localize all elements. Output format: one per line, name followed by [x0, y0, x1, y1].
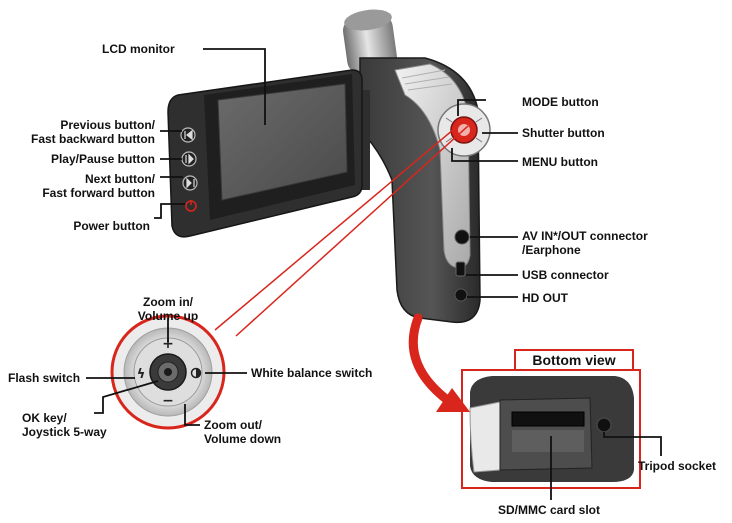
flash-icon: ϟ — [137, 367, 146, 382]
tripod-socket-icon — [596, 417, 612, 433]
lcd-monitor-label: LCD monitor — [102, 42, 175, 56]
camcorder-main-view — [167, 9, 491, 324]
zoom-in-plus-icon: + — [162, 336, 174, 352]
leader-lines — [86, 48, 662, 500]
mode-button-label: MODE button — [522, 95, 599, 109]
bottom-view-title: Bottom view — [514, 349, 634, 371]
zoom-out-minus-icon: − — [162, 393, 174, 409]
shutter-button-label: Shutter button — [522, 126, 605, 140]
bottom-view-arrowhead — [436, 388, 470, 412]
av-connector-label: AV IN*/OUT connector /Earphone — [522, 229, 648, 257]
white-balance-switch-label: White balance switch — [251, 366, 373, 380]
control-pad-detail: + − ϟ — [110, 314, 226, 430]
usb-connector-icon — [455, 261, 466, 277]
bottom-view-arrow — [408, 313, 455, 407]
play-pause-button-label: Play/Pause button — [50, 152, 155, 166]
zoom-in-label: Zoom in/ Volume up — [137, 295, 199, 323]
detail-callout-lines — [214, 123, 469, 337]
lcd-monitor-screen — [217, 83, 348, 201]
menu-button-label: MENU button — [522, 155, 598, 169]
zoom-out-label: Zoom out/ Volume down — [204, 418, 282, 446]
hd-out-icon — [454, 288, 468, 302]
sd-card-slot-icon — [511, 411, 585, 427]
side-ports — [454, 229, 470, 302]
flash-switch-label: Flash switch — [8, 371, 81, 385]
usb-connector-label: USB connector — [522, 268, 609, 282]
grip-grooves — [401, 69, 453, 91]
av-connector-icon — [454, 229, 470, 245]
previous-button-label: Previous button/ Fast backward button — [30, 118, 155, 146]
next-button-label: Next button/ Fast forward button — [42, 172, 155, 200]
bottom-view-detail — [461, 369, 641, 489]
hd-out-label: HD OUT — [522, 291, 568, 305]
sd-card-slot-label: SD/MMC card slot — [498, 503, 601, 517]
ok-key-label: OK key/ Joystick 5-way — [22, 411, 107, 439]
power-button-label: Power button — [73, 219, 150, 233]
lcd-side-buttons — [180, 127, 198, 212]
tripod-socket-label: Tripod socket — [638, 459, 717, 473]
